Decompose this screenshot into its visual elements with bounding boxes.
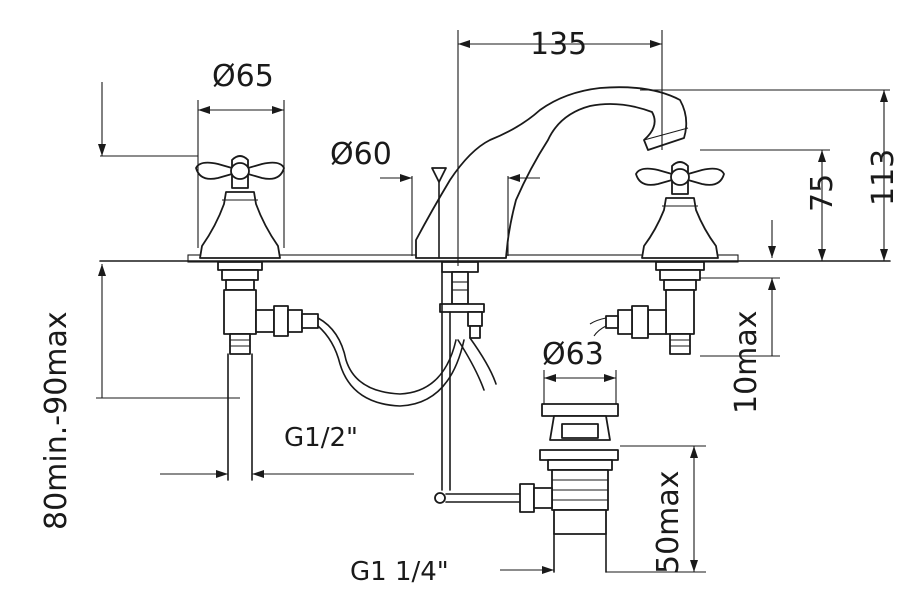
label-spout-length: 135 [530,27,587,62]
dim-handle-diameter: Ø65 [197,59,285,248]
label-dia-handle: Ø65 [212,59,274,94]
spout [415,86,689,259]
label-spout-height: 113 [866,149,900,206]
dim-spout-length: 135 [457,27,663,266]
dim-handle-height: 75 [700,149,840,261]
right-valve [589,161,725,355]
left-valve [195,155,319,481]
label-waste-thread: G1 1/4" [350,557,449,587]
label-dia-spout-base: Ø60 [330,137,392,172]
label-dia-waste: Ø63 [542,337,604,372]
dim-waste-depth: 50max [606,445,706,574]
popup-waste [519,403,619,573]
dim-inlet-thread: G1/2" [160,423,414,478]
label-inlet-thread: G1/2" [284,423,358,453]
spout-shank [434,261,521,504]
dim-waste-thread: G1 1/4" [350,557,554,587]
dim-spout-base-diameter: Ø60 [330,137,540,256]
label-handle-height: 75 [805,174,840,212]
dim-spout-height: 113 [640,89,900,261]
label-waste-clearance: 10max [729,310,764,414]
dim-waste-clearance: 10max [700,220,780,414]
label-waste-depth: 50max [651,470,686,574]
dim-deck-thickness: 80min.-90max [39,82,240,530]
label-deck-thickness: 80min.-90max [39,311,74,530]
flex-hoses [317,317,497,407]
dim-waste-diameter: Ø63 [542,337,617,404]
